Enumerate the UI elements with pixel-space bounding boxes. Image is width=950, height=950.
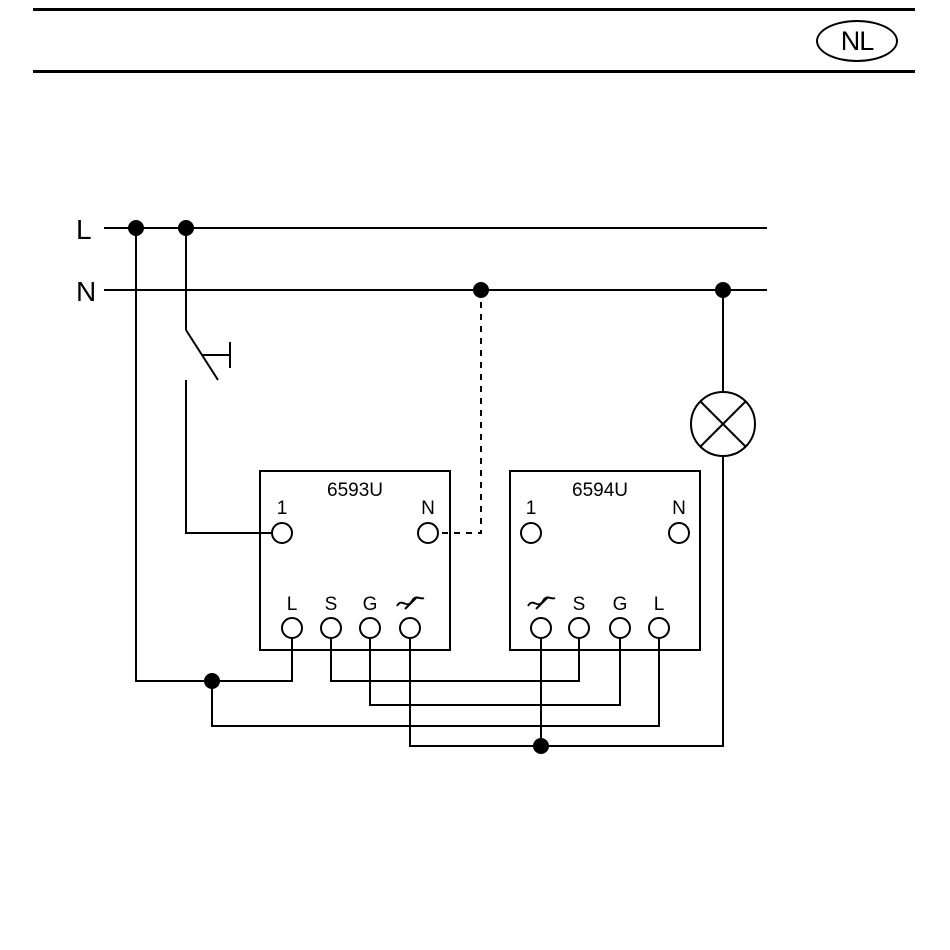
terminal-label-l-6593u: L — [287, 594, 298, 615]
terminal-g-6594u — [610, 618, 630, 638]
terminal-n-6593u — [418, 523, 438, 543]
terminal-dimmer-6594u — [531, 618, 551, 638]
terminal-s-6594u — [569, 618, 589, 638]
terminal-label-n-6594u: N — [672, 498, 686, 519]
junction-dot — [533, 738, 549, 754]
terminal-label-g-6593u: G — [363, 594, 378, 615]
junction-dot — [715, 282, 731, 298]
terminal-dimmer-6593u — [400, 618, 420, 638]
g-interconnect-wire — [370, 636, 620, 705]
terminal-label-g-6594u: G — [613, 594, 628, 615]
junction-dot — [473, 282, 489, 298]
terminal-label-1-6593u: 1 — [277, 498, 288, 519]
junction-dot — [128, 220, 144, 236]
terminal-l-6593u — [282, 618, 302, 638]
module-6593u-title: 6593U — [327, 480, 383, 501]
terminal-l-6594u — [649, 618, 669, 638]
terminal-s-6593u — [321, 618, 341, 638]
terminal-label-s-6593u: S — [325, 594, 338, 615]
terminal-1-6594u — [521, 523, 541, 543]
terminal-n-6594u — [669, 523, 689, 543]
terminal-label-s-6594u: S — [573, 594, 586, 615]
terminal-label-1-6594u: 1 — [526, 498, 537, 519]
terminal-1-6593u — [272, 523, 292, 543]
dimmer-symbol-6593u — [397, 597, 424, 609]
module-6594u-title: 6594U — [572, 480, 628, 501]
terminal-label-n-6593u: N — [421, 498, 435, 519]
terminal-g-6593u — [360, 618, 380, 638]
junction-dot — [204, 673, 220, 689]
optional-neutral-wire — [440, 290, 481, 533]
junction-dot — [178, 220, 194, 236]
neutral-rail-label: N — [76, 276, 96, 307]
live-feed-wire — [136, 228, 292, 681]
terminal-label-l-6594u: L — [654, 594, 665, 615]
live-rail-label: L — [76, 214, 92, 245]
dimmer-symbol-6594u — [528, 597, 555, 609]
